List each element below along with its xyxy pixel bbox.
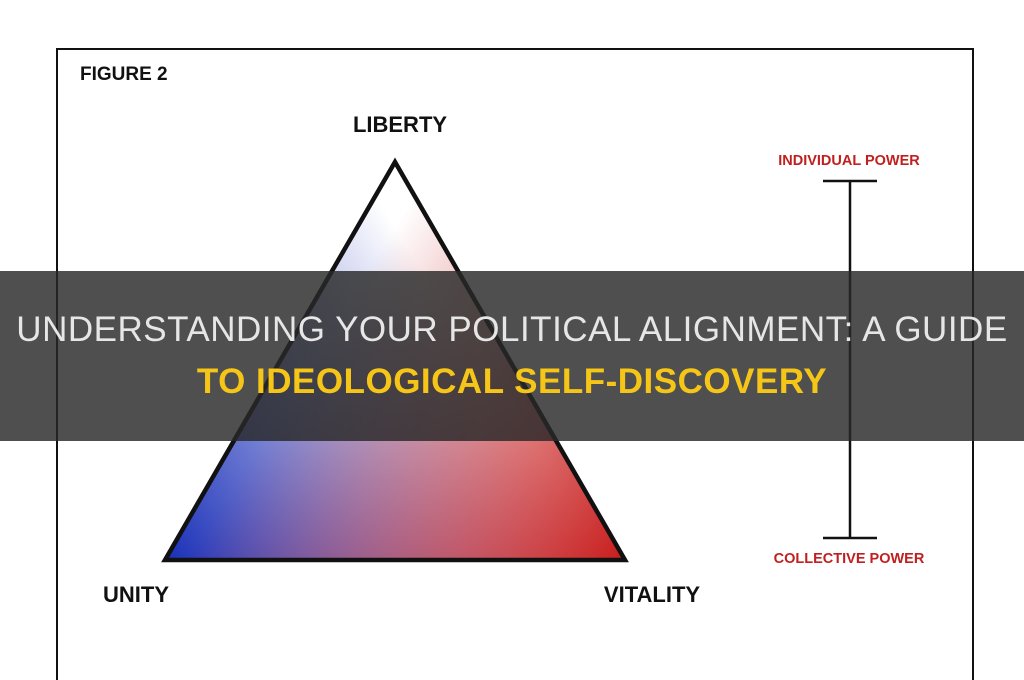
headline-line-1: UNDERSTANDING YOUR POLITICAL ALIGNMENT: … (16, 310, 1008, 349)
headline-banner: UNDERSTANDING YOUR POLITICAL ALIGNMENT: … (0, 271, 1024, 441)
vertex-label-unity: UNITY (103, 582, 169, 607)
vertex-label-liberty: LIBERTY (353, 112, 447, 137)
vertex-label-vitality: VITALITY (604, 582, 700, 607)
figure-label: FIGURE 2 (80, 64, 168, 85)
scale-label-collective-power: COLLECTIVE POWER (774, 551, 925, 567)
headline-line-2: TO IDEOLOGICAL SELF-DISCOVERY (196, 362, 828, 401)
scale-label-individual-power: INDIVIDUAL POWER (778, 153, 920, 169)
